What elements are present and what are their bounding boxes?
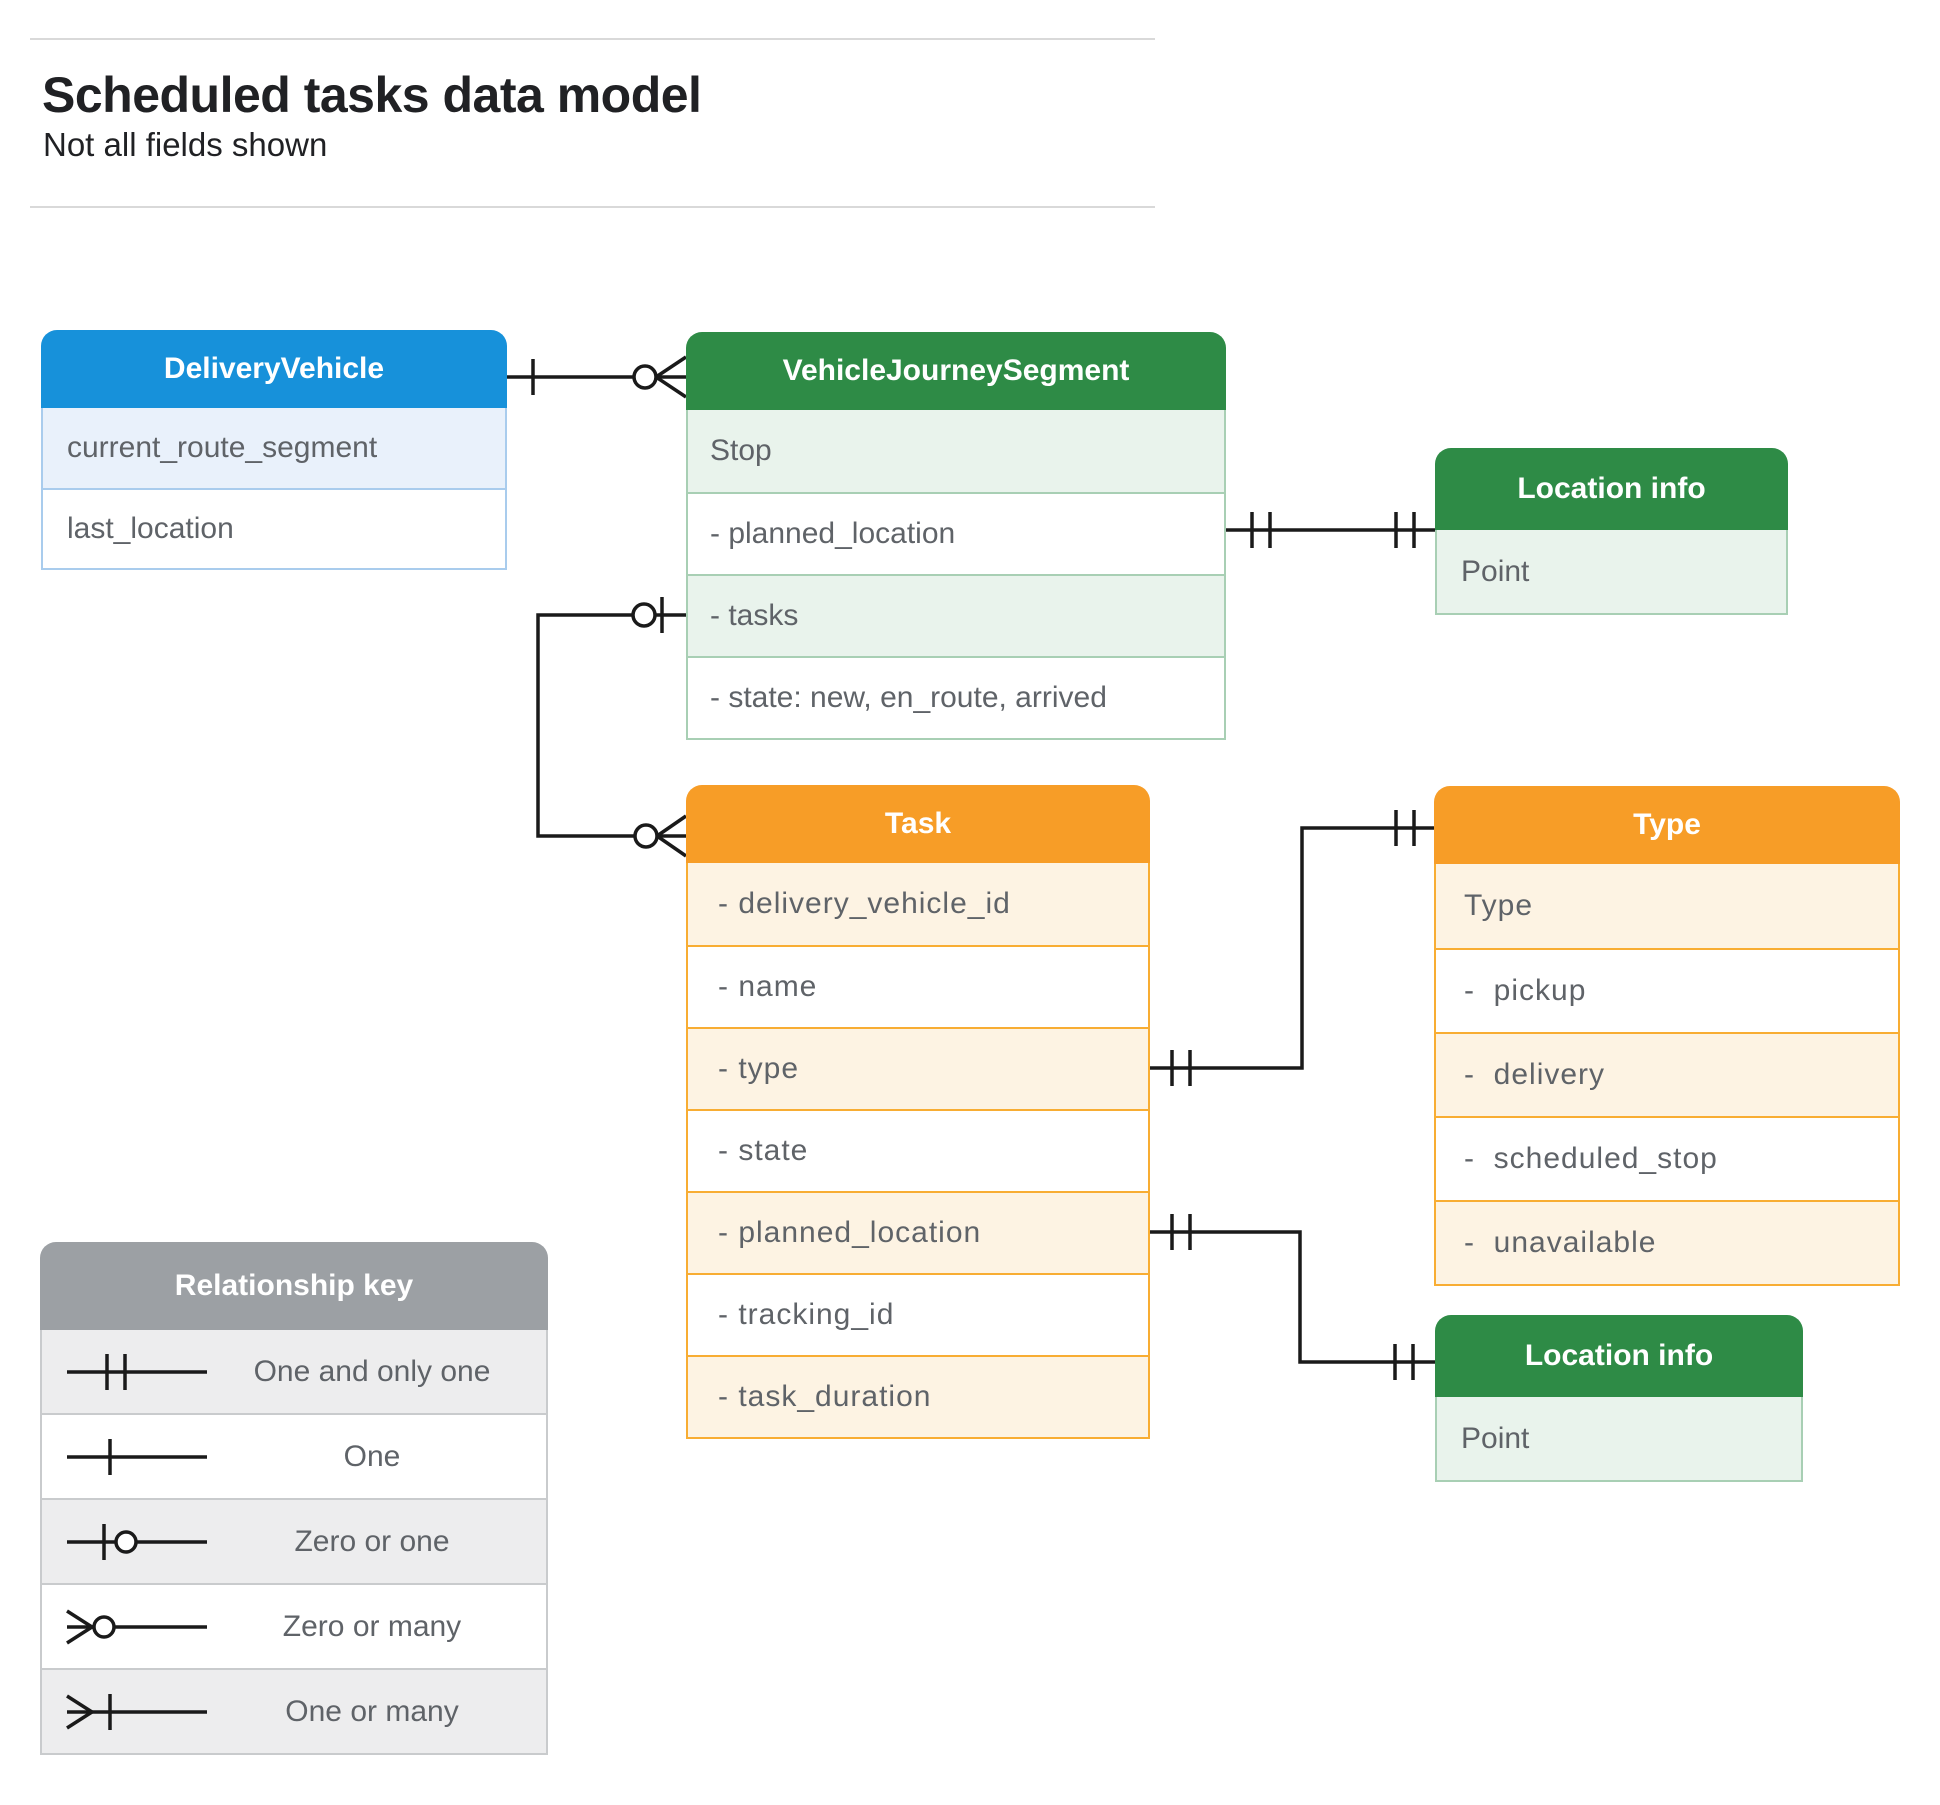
entity-location-info-bottom-title: Location info: [1435, 1315, 1803, 1397]
field-point: Point: [1437, 1397, 1801, 1480]
legend-item-zero-or-one: Zero or one: [42, 1498, 546, 1583]
entity-task-title: Task: [686, 785, 1150, 863]
entity-delivery-vehicle-fields: current_route_segment last_location: [41, 408, 507, 570]
field-type-header: Type: [1436, 864, 1898, 948]
connector-task-type: [1150, 810, 1434, 1086]
field-planned-location: - planned_location: [688, 492, 1224, 574]
field-last-location: last_location: [43, 488, 505, 568]
field-scheduled-stop: - scheduled_stop: [1436, 1116, 1898, 1200]
field-unavailable: - unavailable: [1436, 1200, 1898, 1284]
entity-vehicle-journey-segment-title: VehicleJourneySegment: [686, 332, 1226, 410]
entity-location-info-top-title: Location info: [1435, 448, 1788, 530]
legend-label: One or many: [285, 1694, 459, 1728]
field-stop: Stop: [688, 410, 1224, 492]
page-subtitle: Not all fields shown: [43, 126, 328, 163]
entity-location-info-bottom: Location info Point: [1435, 1315, 1803, 1482]
legend-item-one-or-many: One or many: [42, 1668, 546, 1753]
one-or-many-icon: [66, 1693, 207, 1730]
field-current-route-segment: current_route_segment: [43, 408, 505, 488]
field-task-duration: - task_duration: [688, 1355, 1148, 1437]
field-pickup: - pickup: [1436, 948, 1898, 1032]
zero-or-one-icon: [67, 1523, 207, 1560]
entity-task-fields: - delivery_vehicle_id - name - type - st…: [686, 863, 1150, 1439]
legend-label: Zero or one: [294, 1524, 450, 1558]
connector-vjs-task: [536, 597, 687, 858]
header-divider: [30, 206, 1155, 208]
field-type: - type: [688, 1027, 1148, 1109]
legend-label: One and only one: [253, 1354, 491, 1388]
entity-type: Type Type - pickup - delivery - schedule…: [1434, 786, 1900, 1286]
field-delivery-vehicle-id: - delivery_vehicle_id: [688, 863, 1148, 945]
entity-delivery-vehicle: DeliveryVehicle current_route_segment la…: [41, 330, 507, 570]
legend-label: One: [343, 1439, 401, 1473]
top-divider: [30, 38, 1155, 40]
legend-item-one: One: [42, 1413, 546, 1498]
legend-item-one-and-only-one: One and only one: [42, 1330, 546, 1413]
entity-delivery-vehicle-title: DeliveryVehicle: [41, 330, 507, 408]
entity-vehicle-journey-segment-fields: Stop - planned_location - tasks - state:…: [686, 410, 1226, 740]
relationship-key-body: One and only one One Zero or one Zero or…: [40, 1330, 548, 1755]
field-tracking-id: - tracking_id: [688, 1273, 1148, 1355]
one-icon: [67, 1438, 207, 1475]
connector-deliveryvehicle-vjs: [507, 355, 687, 399]
field-name: - name: [688, 945, 1148, 1027]
connector-vjs-locationinfo: [1226, 512, 1435, 548]
entity-location-info-top-fields: Point: [1435, 530, 1788, 615]
entity-vehicle-journey-segment: VehicleJourneySegment Stop - planned_loc…: [686, 332, 1226, 740]
field-state: - state: new, en_route, arrived: [688, 656, 1224, 738]
legend-label: Zero or many: [282, 1609, 462, 1643]
entity-type-fields: Type - pickup - delivery - scheduled_sto…: [1434, 864, 1900, 1286]
field-planned-location: - planned_location: [688, 1191, 1148, 1273]
one-and-only-one-icon: [67, 1353, 207, 1390]
field-tasks: - tasks: [688, 574, 1224, 656]
connector-task-locationinfo: [1150, 1214, 1435, 1380]
entity-location-info-bottom-fields: Point: [1435, 1397, 1803, 1482]
relationship-key: Relationship key One and only one One Ze…: [40, 1242, 548, 1755]
field-state: - state: [688, 1109, 1148, 1191]
zero-or-many-icon: [66, 1609, 207, 1644]
entity-type-title: Type: [1434, 786, 1900, 864]
field-delivery: - delivery: [1436, 1032, 1898, 1116]
field-point: Point: [1437, 530, 1786, 613]
page-title: Scheduled tasks data model: [42, 67, 702, 123]
entity-location-info-top: Location info Point: [1435, 448, 1788, 615]
legend-item-zero-or-many: Zero or many: [42, 1583, 546, 1668]
entity-task: Task - delivery_vehicle_id - name - type…: [686, 785, 1150, 1439]
relationship-key-title: Relationship key: [40, 1242, 548, 1330]
